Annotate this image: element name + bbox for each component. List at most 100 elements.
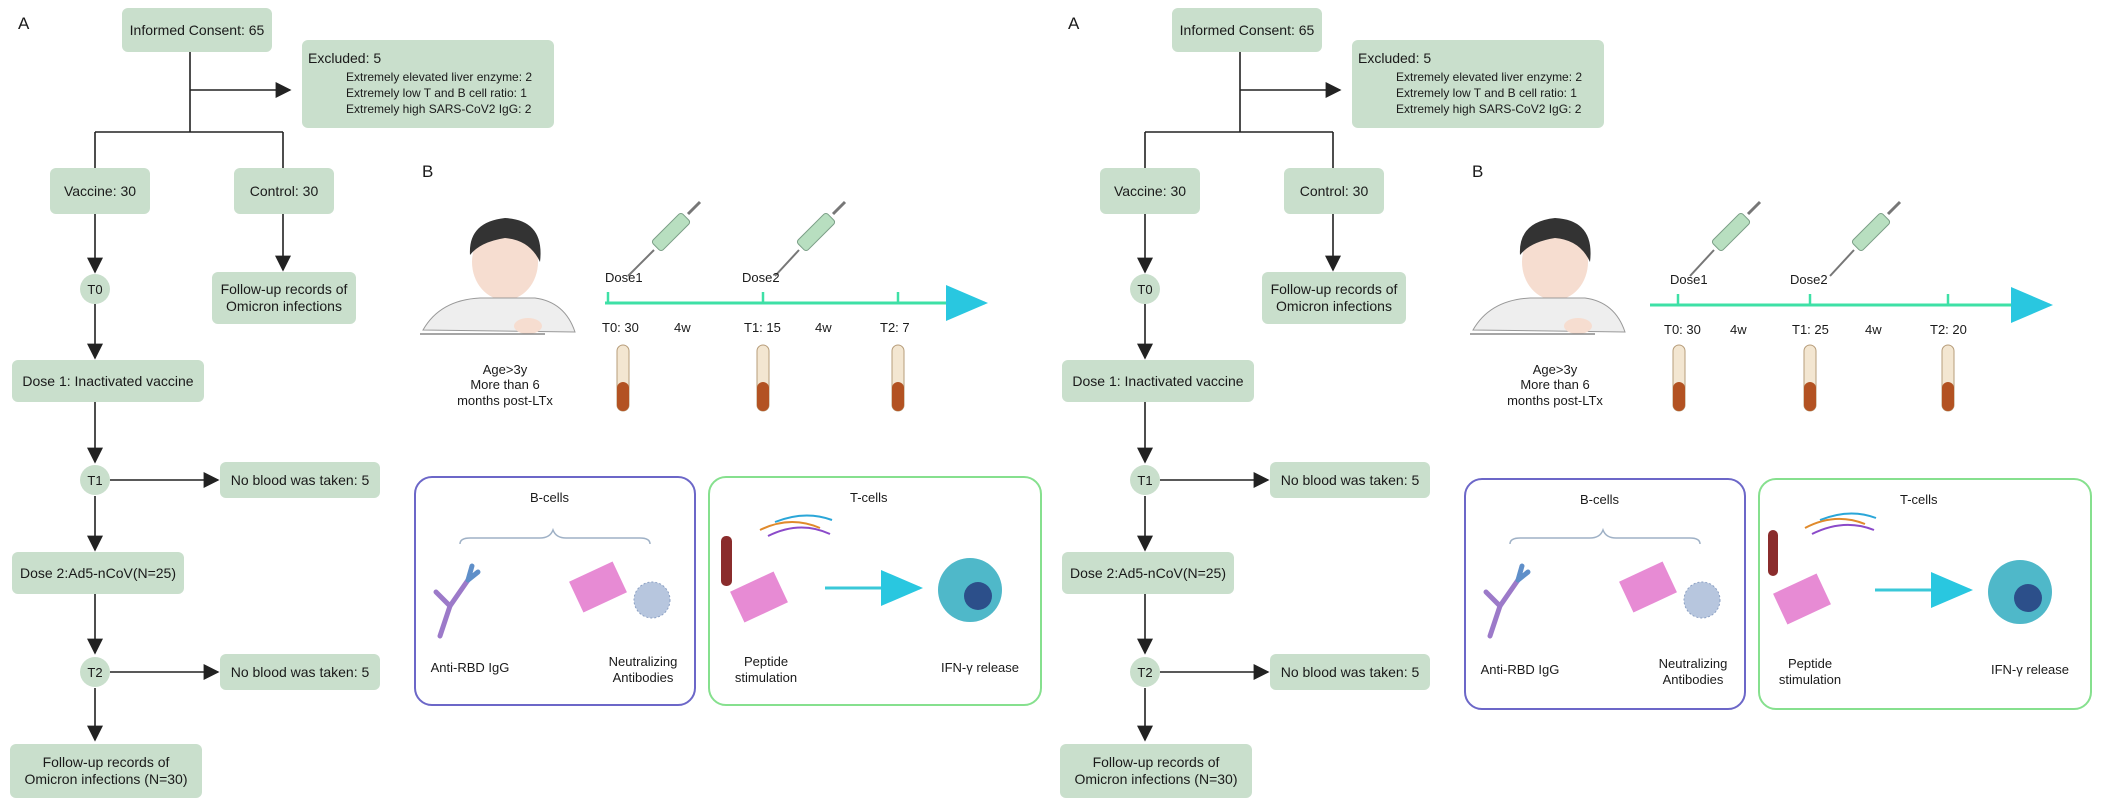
syringe-icon <box>774 200 847 277</box>
vaccine-box: Vaccine: 30 <box>50 168 150 214</box>
t0-node: T0 <box>80 274 110 304</box>
peptide-plate-icon <box>569 561 788 623</box>
t-cell-icon <box>938 558 1002 622</box>
t0-node: T0 <box>1130 274 1160 304</box>
t-cells-box <box>1758 478 2092 710</box>
peptide-strands-icon <box>1804 512 1877 535</box>
timepoint-t2: T2: 20 <box>1930 322 1967 337</box>
excluded-box: Excluded: 5 Extremely elevated liver enz… <box>1352 40 1604 128</box>
dose1-label: Dose1 <box>1670 272 1708 287</box>
blood-tube-icon <box>891 344 905 412</box>
child-icon <box>1470 218 1626 335</box>
neutralizing-caption: Neutralizing Antibodies <box>608 654 678 685</box>
excluded-reason-1: Extremely elevated liver enzyme: 2 <box>346 70 533 84</box>
syringe-icon <box>627 200 702 277</box>
post-ltx-caption: More than 6 months post-LTx <box>457 377 553 408</box>
t-cells-title: T-cells <box>850 490 888 505</box>
excluded-reason-2: Extremely low T and B cell ratio: 1 <box>346 86 527 100</box>
dose2-box: Dose 2:Ad5-nCoV(N=25) <box>12 552 184 594</box>
anti-rbd-caption: Anti-RBD IgG <box>430 660 510 675</box>
excluded-reason-3: Extremely high SARS-CoV2 IgG: 2 <box>346 102 532 116</box>
followup-control-box: Follow-up records of Omicron infections <box>1262 272 1406 324</box>
excluded-reason-1: Extremely elevated liver enzyme: 2 <box>1396 70 1583 84</box>
flow-connectors <box>1137 52 2053 742</box>
ifn-caption: IFN-γ release <box>1990 662 2070 677</box>
t-cells-title: T-cells <box>1900 492 1938 507</box>
peptide-plate-icon <box>1619 561 1831 625</box>
anti-rbd-caption: Anti-RBD IgG <box>1480 662 1560 677</box>
vaccine-box: Vaccine: 30 <box>1100 168 1200 214</box>
blood-tube-icon <box>721 536 732 586</box>
dose1-box: Dose 1: Inactivated vaccine <box>12 360 204 402</box>
b-cells-box <box>1464 478 1746 710</box>
panel-b-label: B <box>422 162 434 181</box>
ifn-caption: IFN-γ release <box>940 660 1020 675</box>
dose1-label: Dose1 <box>605 270 643 285</box>
excluded-box: Excluded: 5 Extremely elevated liver enz… <box>302 40 554 128</box>
syringe-icon <box>1689 200 1762 277</box>
no-blood-2-box: No blood was taken: 5 <box>1270 654 1430 690</box>
blood-tube-icon <box>1672 344 1686 412</box>
virus-icon <box>633 581 671 619</box>
peptide-strands-icon <box>759 514 833 537</box>
panel-a-label: A <box>18 14 30 33</box>
t1-node: T1 <box>80 465 110 495</box>
panel-b-label: B <box>1472 162 1484 181</box>
dose2-label: Dose2 <box>742 270 780 285</box>
blood-tube-icon <box>1768 530 1778 576</box>
t-cells-box <box>708 476 1042 706</box>
syringe-icon <box>1829 200 1902 277</box>
timepoint-t2: T2: 7 <box>880 320 910 335</box>
b-cells-box <box>414 476 696 706</box>
age-caption: Age>3y <box>482 362 528 377</box>
followup-final-box: Follow-up records of Omicron infections … <box>10 744 202 798</box>
informed-consent-box: Informed Consent: 65 <box>122 8 272 52</box>
interval-2: 4w <box>1865 322 1882 337</box>
no-blood-1-box: No blood was taken: 5 <box>220 462 380 498</box>
excluded-reason-2: Extremely low T and B cell ratio: 1 <box>1396 86 1577 100</box>
interval-1: 4w <box>674 320 691 335</box>
dose2-box: Dose 2:Ad5-nCoV(N=25) <box>1062 552 1234 594</box>
virus-icon <box>1683 581 1721 619</box>
followup-control-box: Follow-up records of Omicron infections <box>212 272 356 324</box>
dose2-label: Dose2 <box>1790 272 1828 287</box>
blood-tube-icon <box>1941 344 1955 412</box>
dose1-box: Dose 1: Inactivated vaccine <box>1062 360 1254 402</box>
post-ltx-caption: More than 6 months post-LTx <box>1507 377 1603 408</box>
blood-tube-icon <box>1803 344 1817 412</box>
excluded-reason-3: Extremely high SARS-CoV2 IgG: 2 <box>1396 102 1582 116</box>
informed-consent-box: Informed Consent: 65 <box>1172 8 1322 52</box>
t1-node: T1 <box>1130 465 1160 495</box>
t2-node: T2 <box>80 657 110 687</box>
control-box: Control: 30 <box>234 168 334 214</box>
antibody-icon <box>1483 563 1531 639</box>
antibody-icon <box>433 563 481 639</box>
panel-revised: A Informed Consent: 65 Excluded: 5 Extre… <box>1050 0 2109 805</box>
excluded-title: Excluded: 5 <box>1358 50 1432 66</box>
timepoint-t1: T1: 25 <box>1792 322 1829 337</box>
neutralizing-caption: Neutralizing Antibodies <box>1658 656 1728 687</box>
age-caption: Age>3y <box>1532 362 1578 377</box>
interval-2: 4w <box>815 320 832 335</box>
interval-1: 4w <box>1730 322 1747 337</box>
timepoint-t0: T0: 30 <box>1664 322 1701 337</box>
peptide-caption: Peptide stimulation <box>1778 656 1842 687</box>
panel-original: A Informed Consent: 65 Excluded: 5 Extre… <box>10 8 1042 798</box>
timepoint-t1: T1: 15 <box>744 320 781 335</box>
t2-node: T2 <box>1130 657 1160 687</box>
child-icon <box>420 218 576 335</box>
control-box: Control: 30 <box>1284 168 1384 214</box>
no-blood-2-box: No blood was taken: 5 <box>220 654 380 690</box>
t-cell-icon <box>1988 560 2052 624</box>
blood-tube-icon <box>616 344 630 412</box>
no-blood-1-box: No blood was taken: 5 <box>1270 462 1430 498</box>
followup-final-box: Follow-up records of Omicron infections … <box>1060 744 1252 798</box>
blood-tube-icon <box>756 344 770 412</box>
excluded-title: Excluded: 5 <box>308 50 382 66</box>
peptide-caption: Peptide stimulation <box>734 654 798 685</box>
flow-connectors <box>87 52 1002 742</box>
panel-a-label: A <box>1068 14 1080 33</box>
b-cells-title: B-cells <box>530 490 570 505</box>
timepoint-t0: T0: 30 <box>602 320 639 335</box>
b-cells-title: B-cells <box>1580 492 1620 507</box>
